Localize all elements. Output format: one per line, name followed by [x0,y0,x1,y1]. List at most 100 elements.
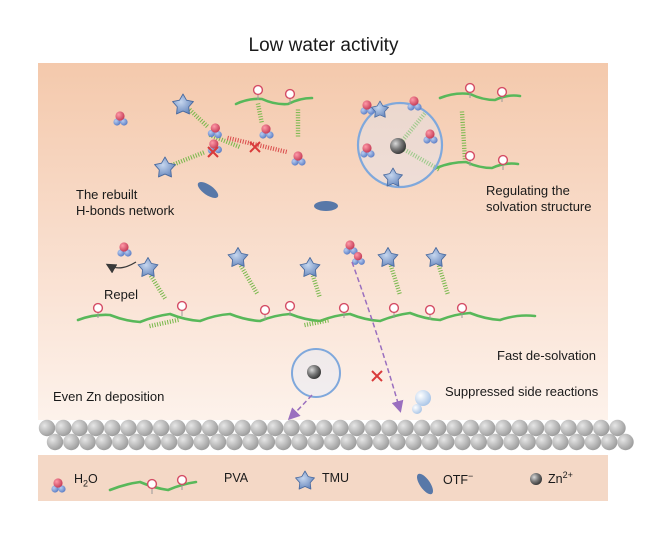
zinc-atom [96,434,112,450]
hydroxyl-o [178,302,187,311]
zinc-atom [373,434,389,450]
zinc-atom [169,420,185,436]
zinc-atom [414,420,430,436]
zinc-atom [405,434,421,450]
zinc-atom [145,434,161,450]
diagram-title: Low water activity [0,35,647,57]
zinc-atom [528,420,544,436]
water-o-atom [293,151,302,160]
zinc-atom [601,434,617,450]
hydroxyl-o [148,480,157,489]
zinc-atom [560,420,576,436]
otf-anion [314,201,338,211]
hydroxyl-o [426,306,435,315]
zinc-atom [186,420,202,436]
hydroxyl-o [466,152,475,161]
zinc-atom [316,420,332,436]
zinc-atom [63,434,79,450]
water-o-atom [53,478,62,487]
hydroxyl-o [94,304,103,313]
zinc-atom [422,434,438,450]
zinc-atom [512,420,528,436]
zinc-atom [177,434,193,450]
fast-desolvation-label: Fast de-solvation [497,348,596,364]
zn-ion [530,473,542,485]
zinc-atom [71,420,87,436]
zinc-atom [55,420,71,436]
zinc-atom [79,434,95,450]
repel-label: Repel [104,287,138,303]
legend-pva-label: PVA [224,471,248,485]
zinc-atom [308,434,324,450]
zinc-atom [291,434,307,450]
legend-otf-label: OTF− [443,471,473,487]
zinc-atom [153,420,169,436]
zn-ion [390,138,406,154]
zinc-atom [430,420,446,436]
water-o-atom [119,242,128,251]
zinc-anode-layer [39,420,634,450]
zinc-atom [161,434,177,450]
zinc-atom [357,434,373,450]
zinc-atom [471,434,487,450]
zinc-atom [324,434,340,450]
water-o-atom [425,129,434,138]
zinc-atom [479,420,495,436]
zinc-atom [210,434,226,450]
hydroxyl-o [286,302,295,311]
zinc-atom [397,420,413,436]
zinc-atom [609,420,625,436]
water-o-atom [362,100,371,109]
zinc-atom [495,420,511,436]
zinc-atom [487,434,503,450]
zinc-atom [120,420,136,436]
h2-bubble [412,404,422,414]
zinc-atom [300,420,316,436]
zinc-atom [349,420,365,436]
hydroxyl-o [254,86,263,95]
legend-tmu-label: TMU [322,471,349,485]
zinc-atom [251,420,267,436]
zinc-atom [389,434,405,450]
zinc-atom [267,420,283,436]
even-zn-deposition-label: Even Zn deposition [53,389,164,405]
zinc-atom [617,434,633,450]
hydroxyl-o [340,304,349,313]
water-o-atom [345,240,354,249]
zn-ion [307,365,321,379]
water-o-atom [409,96,418,105]
zinc-atom [104,420,120,436]
zinc-atom [47,434,63,450]
water-o-atom [261,124,270,133]
rebuilt-line-2: H-bonds network [76,203,174,219]
zinc-atom [568,434,584,450]
zinc-atom [585,434,601,450]
rebuilt-line-1: The rebuilt [76,187,174,203]
zinc-atom [446,420,462,436]
zinc-atom [454,434,470,450]
hydroxyl-o [178,476,187,485]
zinc-atom [365,420,381,436]
legend-h2o-label: H2O [74,472,98,489]
water-o-atom [362,143,371,152]
water-o-atom [115,111,124,120]
zinc-atom [332,420,348,436]
zinc-atom [226,434,242,450]
hydroxyl-o [498,88,507,97]
regulating-solvation-label: Regulating the solvation structure [486,183,592,215]
water-o-atom [354,252,362,260]
regulating-line-1: Regulating the [486,183,592,199]
zinc-atom [88,420,104,436]
zinc-atom [137,420,153,436]
zinc-atom [234,420,250,436]
zinc-atom [112,434,128,450]
zinc-atom [202,420,218,436]
zinc-atom [340,434,356,450]
zinc-atom [259,434,275,450]
zinc-atom [283,420,299,436]
hydroxyl-o [390,304,399,313]
zinc-atom [438,434,454,450]
legend-zn-label: Zn2+ [548,470,573,486]
